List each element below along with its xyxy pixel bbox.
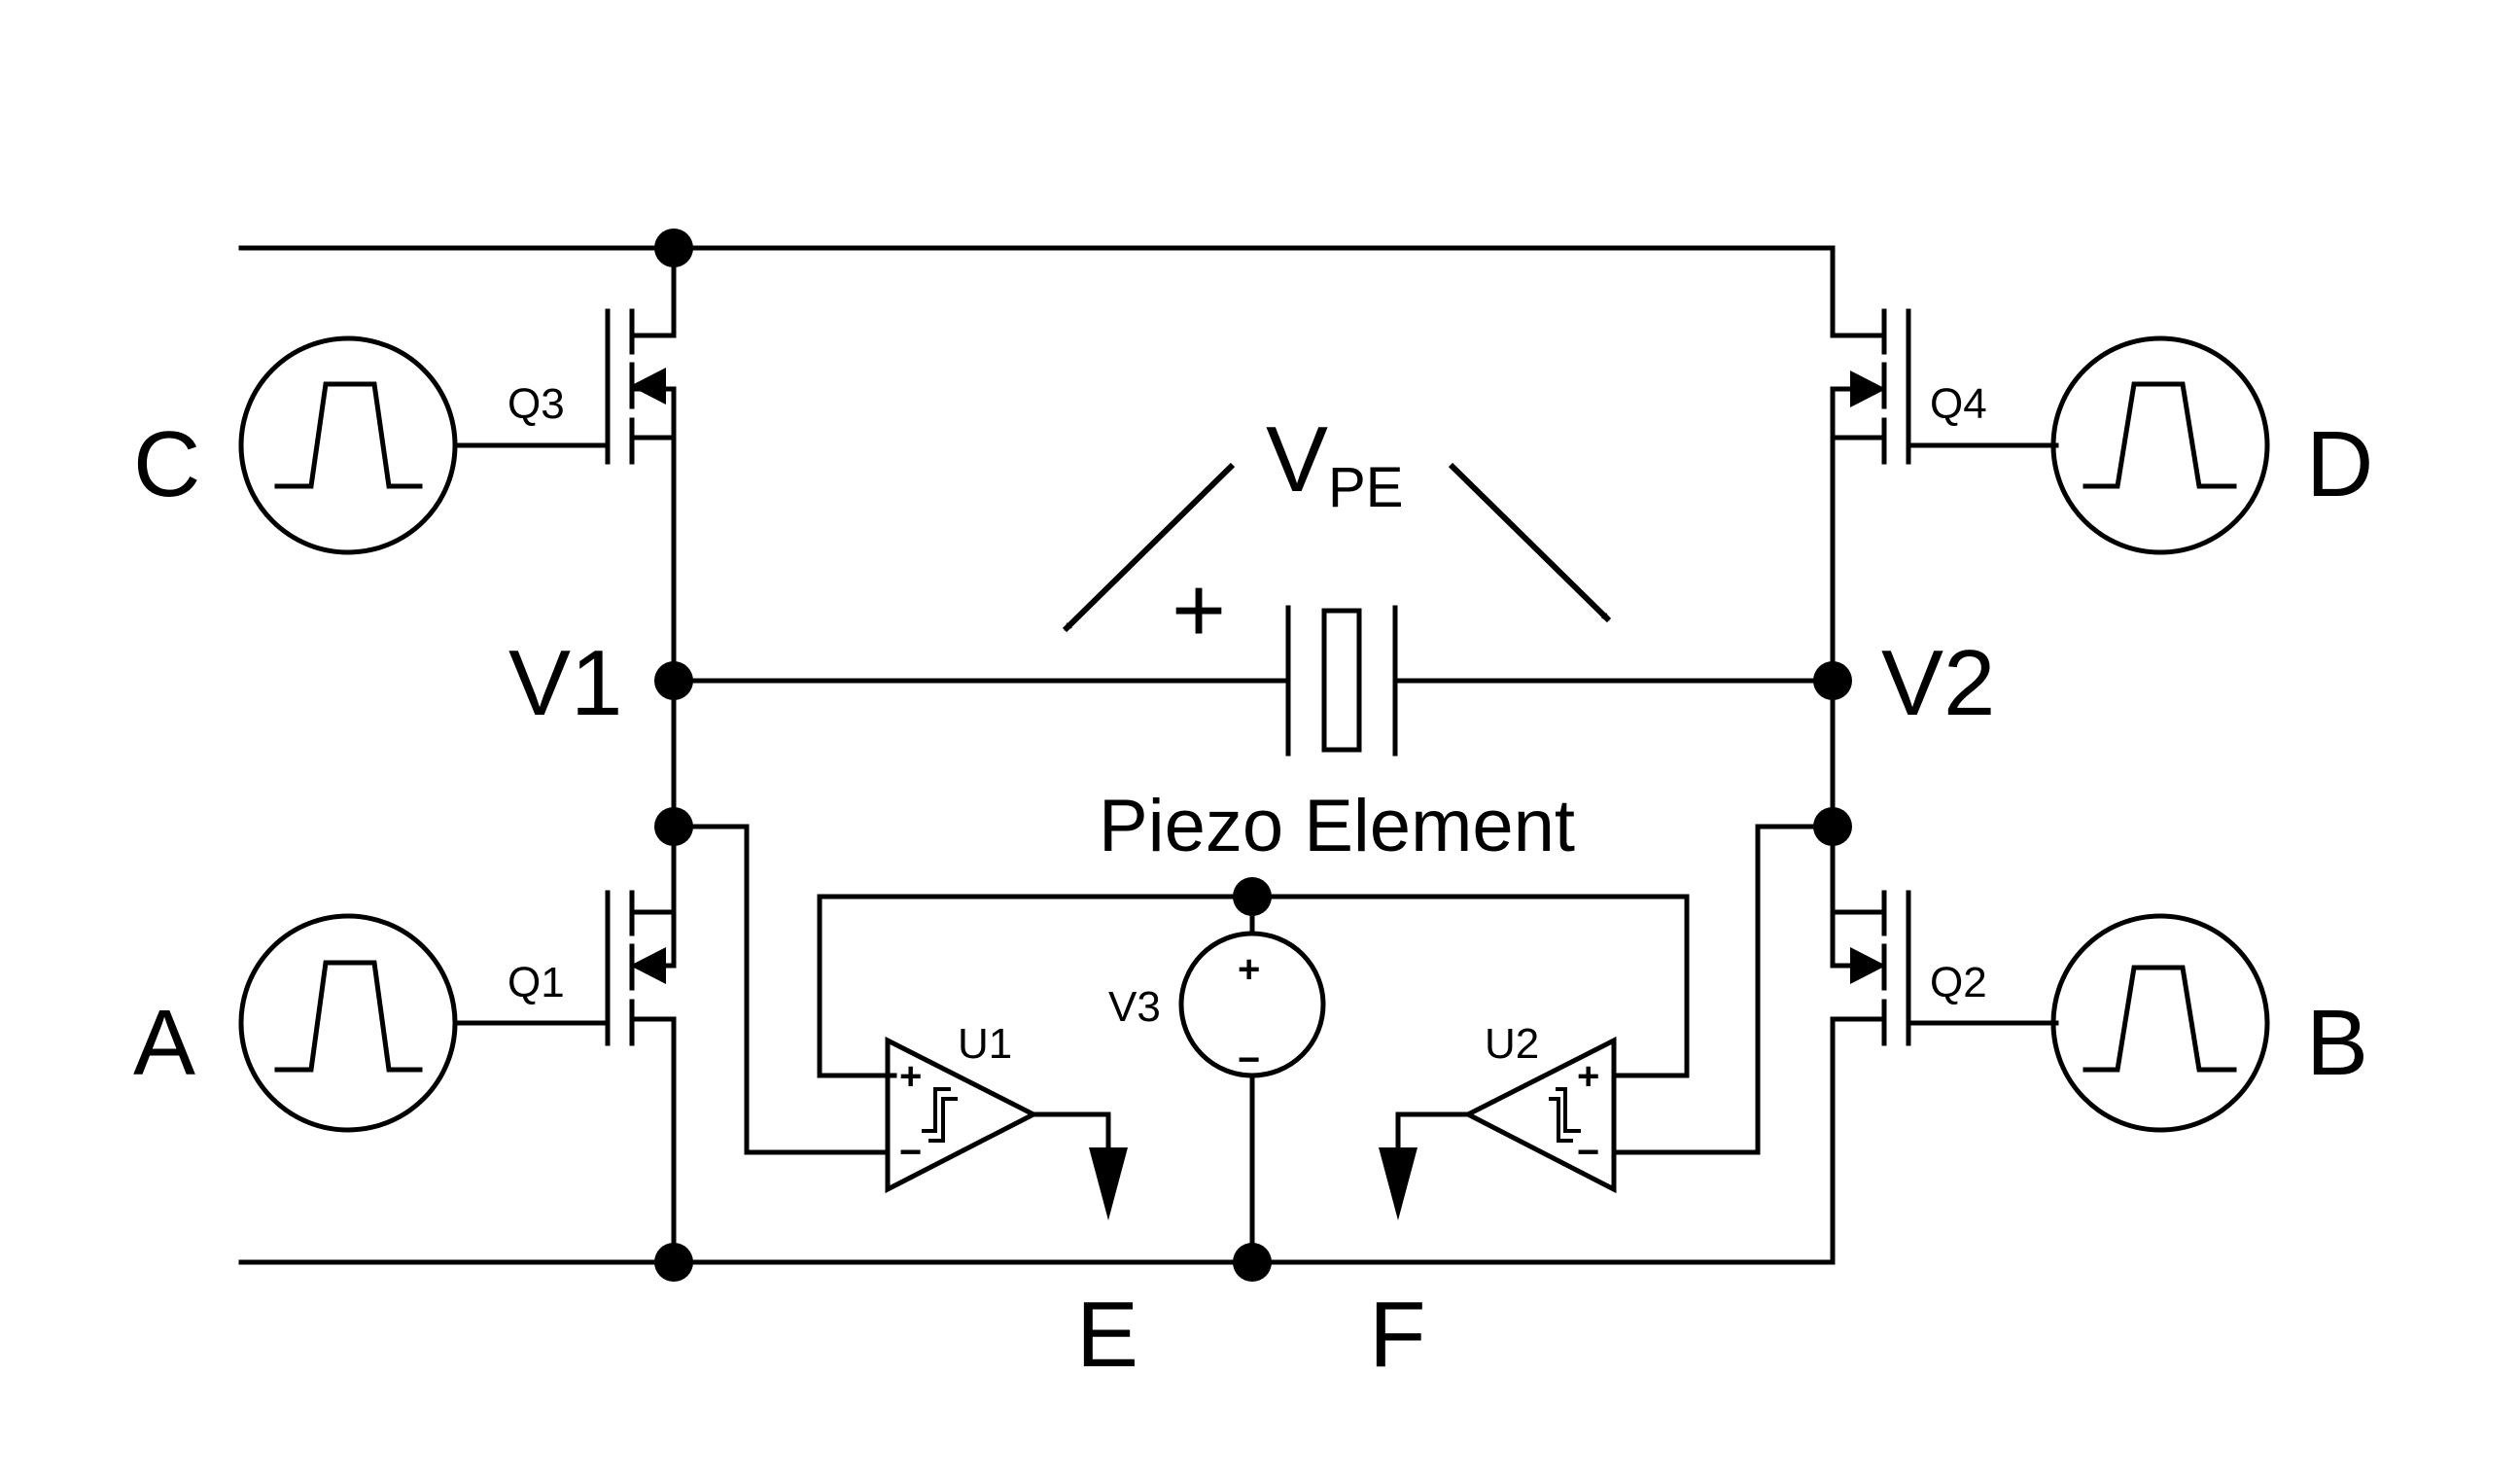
u1-minus-sign: − [899,1131,922,1174]
junction-bottom-left [654,1243,693,1282]
label-source-a: A [133,991,195,1095]
label-vpe-sub: PE [1328,456,1403,519]
label-source-b: B [2306,991,2368,1095]
junction-v3-top [1233,877,1272,916]
junction-v2 [1813,661,1852,700]
u2-plus-sign: + [1577,1055,1599,1098]
piezo-element [674,608,1833,754]
u2-minus-sign: − [1577,1131,1599,1174]
label-v3-minus: − [1238,1039,1260,1081]
label-vpe: VPE [1266,407,1403,519]
label-source-d: D [2306,412,2373,516]
label-q4: Q4 [1930,380,1987,428]
u1-plus-sign: + [899,1055,922,1098]
comparator-u2 [1398,827,1833,1189]
junction-right-sense [1813,807,1852,846]
junction-v3-bottom [1233,1243,1272,1282]
label-u2: U2 [1485,1020,1539,1068]
output-e-arrow [1089,1147,1128,1220]
label-piezo-element: Piezo Element [1099,785,1575,867]
label-output-f: F [1369,1283,1426,1387]
label-u1: U1 [958,1020,1012,1068]
junction-left-sense [654,807,693,846]
label-vpe-main: V [1266,407,1328,511]
pulse-source-a [241,916,455,1130]
label-piezo-plus: + [1172,558,1226,662]
pulse-source-b [2053,916,2267,1130]
label-output-e: E [1076,1283,1138,1387]
label-v2: V2 [1881,631,1995,735]
mosfet-q3 [457,311,674,462]
pulse-source-d [2053,338,2267,552]
output-f-arrow [1379,1147,1418,1220]
mosfet-q1 [457,893,674,1043]
label-source-c: C [133,412,200,516]
label-v3: V3 [1108,983,1161,1031]
label-q2: Q2 [1930,959,1987,1006]
label-q3: Q3 [508,380,565,428]
top-rail [241,248,1833,335]
pulse-source-c [241,338,455,552]
label-q1: Q1 [508,959,565,1006]
comparator-u1 [674,827,1108,1189]
label-v3-plus: + [1238,948,1260,991]
junction-top-left [654,229,693,267]
junction-v1 [654,661,693,700]
label-v1: V1 [508,631,622,735]
